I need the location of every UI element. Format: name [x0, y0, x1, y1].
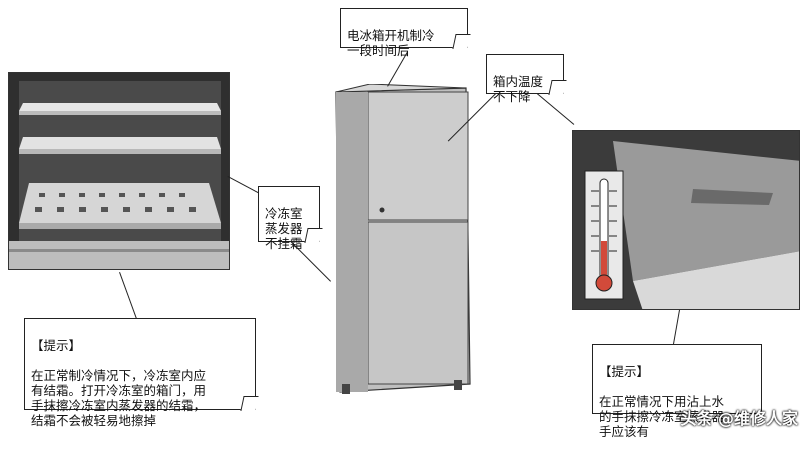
callout-fridge-on: 电冰箱开机制冷 一段时间后: [340, 8, 471, 58]
tip-box-left: 【提示】 在正常制冷情况下，冷冻室内应 有结霜。打开冷冻室的箱门，用 手抹擦冷冻…: [24, 318, 259, 428]
watermark: 头条 @维修人家: [680, 409, 798, 428]
callout-temp-not-drop-text: 箱内温度 不下降: [493, 74, 544, 104]
connector-evap-photo: [227, 176, 262, 195]
tip-left-heading: 【提示】: [31, 338, 82, 353]
tip-right-heading: 【提示】: [599, 364, 650, 379]
freezer-interior-photo: [8, 72, 230, 270]
callout-evaporator-text: 冷冻室 蒸发器 不挂霜: [265, 206, 303, 251]
evaporator-illustration: [573, 131, 799, 309]
connector-left-tip: [119, 272, 138, 320]
callout-temp-not-drop: 箱内温度 不下降: [486, 54, 567, 104]
evaporator-photo: [572, 130, 800, 310]
thermometer-icon: [584, 170, 624, 300]
callout-fridge-on-text: 电冰箱开机制冷 一段时间后: [347, 28, 435, 58]
tip-left-body: 在正常制冷情况下，冷冻室内应 有结霜。打开冷冻室的箱门，用 手抹擦冷冻室内蒸发器…: [31, 368, 207, 428]
connector-temp-photo: [535, 92, 575, 125]
refrigerator-illustration: [330, 83, 472, 400]
callout-evaporator: 冷冻室 蒸发器 不挂霜: [258, 186, 323, 251]
tip-box-right: 【提示】 在正常情况下用沾上水 的手抹擦冷冻室蒸发器 手应该有: [592, 344, 762, 439]
freezer-interior-illustration: [9, 73, 229, 269]
